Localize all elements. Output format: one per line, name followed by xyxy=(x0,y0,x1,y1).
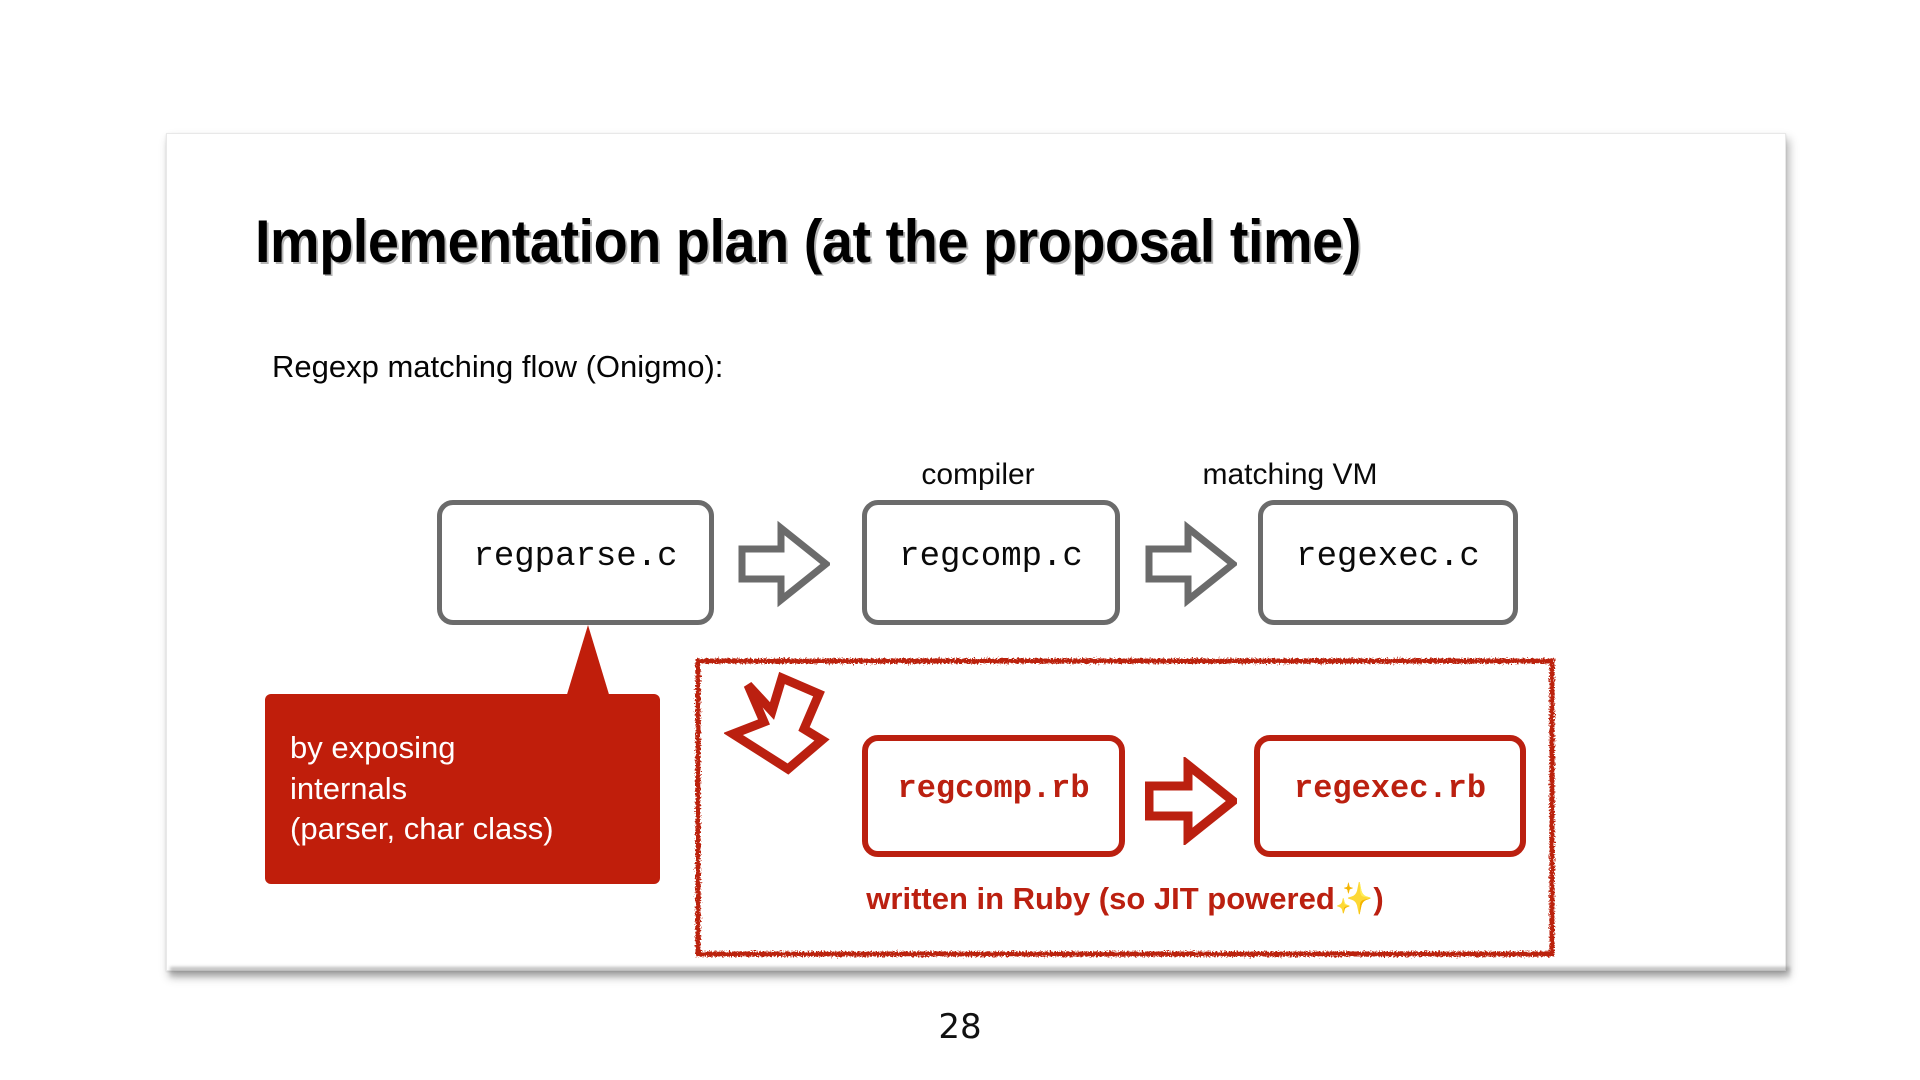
callout-text: by exposing internals (parser, char clas… xyxy=(290,728,660,850)
arrow-right-gray-2 xyxy=(1145,520,1239,608)
label-matching-vm: matching VM xyxy=(1202,458,1378,491)
ruby-note: written in Ruby (so JIT powered✨) xyxy=(700,880,1550,917)
box-regexec-rb-label: regexec.rb xyxy=(1293,769,1487,807)
slide-subtitle: Regexp matching flow (Onigmo): xyxy=(272,349,724,384)
callout-pointer xyxy=(565,625,611,701)
box-regexec-rb: regexec.rb xyxy=(1254,735,1526,857)
box-regcomp-rb-label: regcomp.rb xyxy=(897,769,1090,807)
box-regcomp-c: regcomp.c xyxy=(862,500,1120,625)
page-number: 28 xyxy=(938,1007,982,1047)
page-title: Implementation plan (at the proposal tim… xyxy=(255,208,1361,275)
slide-drop-shadow xyxy=(170,967,1790,978)
box-regexec-c: regexec.c xyxy=(1258,500,1518,625)
callout-line-2: internals xyxy=(290,770,408,806)
arrow-right-red xyxy=(1144,755,1241,847)
box-regparse-c: regparse.c xyxy=(437,500,714,625)
ruby-note-text: written in Ruby (so JIT powered xyxy=(866,881,1335,916)
ruby-group-frame xyxy=(692,655,1558,960)
box-regexec-c-label: regexec.c xyxy=(1296,537,1480,576)
arrow-right-gray-1 xyxy=(738,520,832,608)
hand-drawn-arrow-down-right-icon xyxy=(723,668,834,778)
label-compiler: compiler xyxy=(921,458,1035,491)
callout-exposing-internals xyxy=(265,694,660,884)
box-regcomp-rb: regcomp.rb xyxy=(862,735,1125,857)
box-regparse-c-label: regparse.c xyxy=(473,537,678,576)
ruby-note-tail: ) xyxy=(1373,881,1384,916)
box-regcomp-c-label: regcomp.c xyxy=(899,537,1083,576)
callout-line-1: by exposing xyxy=(290,730,456,765)
sparkles-icon: ✨ xyxy=(1334,881,1374,916)
callout-line-3: (parser, char class) xyxy=(290,811,554,847)
